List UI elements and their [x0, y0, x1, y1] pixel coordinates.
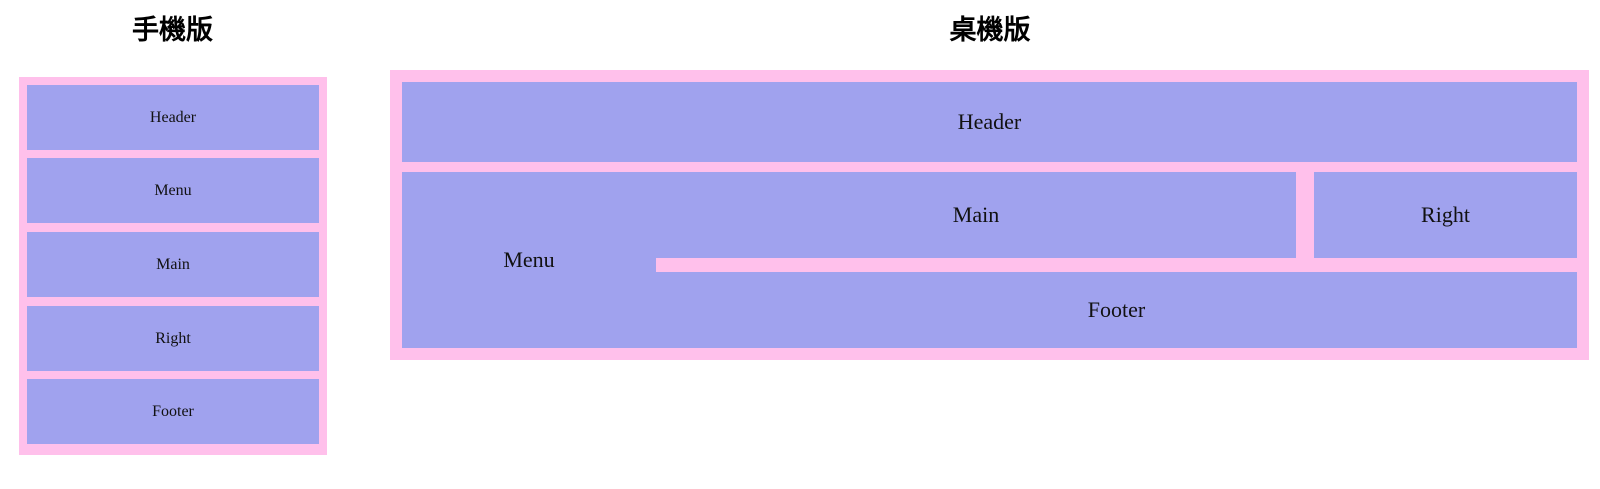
desktop-region-menu: Menu [402, 172, 656, 348]
mobile-panel-title: 手機版 [132, 15, 213, 46]
mobile-region-footer: Footer [27, 379, 319, 444]
mobile-region-right-label: Right [155, 329, 191, 347]
desktop-region-header: Header [402, 82, 1577, 162]
mobile-region-header: Header [27, 85, 319, 150]
mobile-region-menu: Menu [27, 158, 319, 223]
mobile-region-right: Right [27, 306, 319, 371]
mobile-region-main: Main [27, 232, 319, 297]
desktop-region-main-label: Main [952, 202, 1000, 227]
desktop-region-menu-label: Menu [503, 247, 555, 272]
desktop-region-footer-label: Footer [1087, 297, 1146, 322]
desktop-layout-wireframe: Header Menu Main Right Footer [390, 70, 1589, 360]
mobile-region-header-label: Header [149, 108, 197, 126]
mobile-layout-wireframe: Header Menu Main Right Footer [19, 77, 327, 455]
desktop-region-right: Right [1314, 172, 1577, 258]
desktop-region-main: Main [656, 172, 1296, 258]
mobile-region-footer-label: Footer [152, 402, 194, 420]
mobile-region-main-label: Main [156, 255, 190, 273]
desktop-region-header-label: Header [957, 109, 1022, 134]
desktop-panel-title: 桌機版 [949, 15, 1031, 46]
desktop-region-right-label: Right [1421, 202, 1470, 227]
desktop-region-footer: Footer [656, 272, 1577, 348]
mobile-region-menu-label: Menu [154, 181, 192, 199]
